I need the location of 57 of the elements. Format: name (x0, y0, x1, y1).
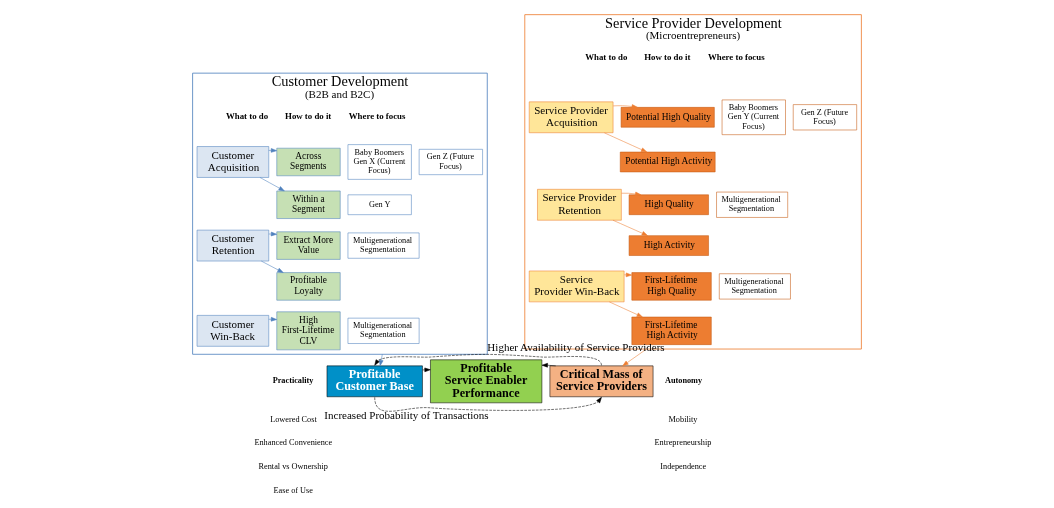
arrow (379, 354, 384, 366)
arrow (422, 367, 431, 373)
node-box: Profitable Loyalty (276, 272, 341, 301)
node-box: Baby Boomers Gen X (Current Focus) (347, 144, 412, 180)
label: What to do (226, 110, 269, 121)
node-box: Extract More Value (276, 231, 341, 260)
arrow (621, 191, 642, 197)
label: Where to focus (348, 110, 406, 121)
label: Independence (660, 462, 707, 472)
node-box: First-Lifetime High Activity (631, 316, 712, 345)
node-box: Profitable Customer Base (326, 365, 423, 398)
node-box: High Quality (628, 194, 709, 215)
arrow (612, 104, 638, 109)
node-box: Gen Z (Future Focus) (792, 104, 857, 131)
arrow (259, 177, 285, 192)
arrow (374, 397, 602, 412)
node-box: Service Provider Acquisition (528, 101, 614, 134)
node-box: Potential High Quality (620, 107, 715, 128)
label: Ease of Use (273, 485, 313, 495)
node-box: Potential High Activity (619, 151, 716, 173)
arrow (268, 231, 277, 237)
label: How to do it (285, 110, 332, 121)
node-box: Multigenerational Segmentation (347, 232, 420, 259)
node-box: High First-Lifetime CLV (276, 311, 341, 351)
edge-label: Increased Probability of Transactions (324, 409, 489, 422)
arrow (604, 132, 648, 153)
node-box: First-Lifetime High Quality (631, 272, 712, 301)
label: Entrepreneurship (654, 438, 712, 448)
node-box: Across Segments (276, 147, 341, 177)
arrow (268, 148, 277, 153)
label: Enhanced Convenience (254, 438, 333, 448)
arrow (374, 354, 602, 366)
label: What to do (585, 52, 628, 63)
label: Lowered Cost (270, 414, 317, 424)
arrow (609, 301, 643, 318)
label: How to do it (644, 52, 691, 63)
node-box: Multigenerational Segmentation (716, 191, 788, 218)
node-box: High Activity (628, 235, 709, 256)
node-box: Multigenerational Segmentation (347, 317, 420, 344)
node-box: Multigenerational Segmentation (719, 273, 791, 300)
node-box: Service Provider Retention (537, 189, 622, 221)
label: Where to focus (707, 52, 765, 63)
node-box: Gen Z (Future Focus) (418, 149, 483, 175)
arrow (624, 272, 632, 278)
node-box: Baby Boomers Gen Y (Current Focus) (721, 99, 786, 135)
label: Practicality (272, 375, 314, 385)
label: Rental vs Ownership (258, 462, 328, 472)
node-box: Within a Segment (276, 190, 341, 219)
arrow (261, 260, 284, 273)
arrow (268, 317, 277, 322)
node-box: Gen Y (347, 194, 412, 215)
arrow (612, 219, 648, 236)
node-box: Profitable Service Enabler Performance (430, 359, 543, 404)
label: Autonomy (664, 375, 703, 385)
arrow (622, 348, 647, 367)
arrow (541, 363, 556, 368)
label: Mobility (668, 414, 698, 424)
